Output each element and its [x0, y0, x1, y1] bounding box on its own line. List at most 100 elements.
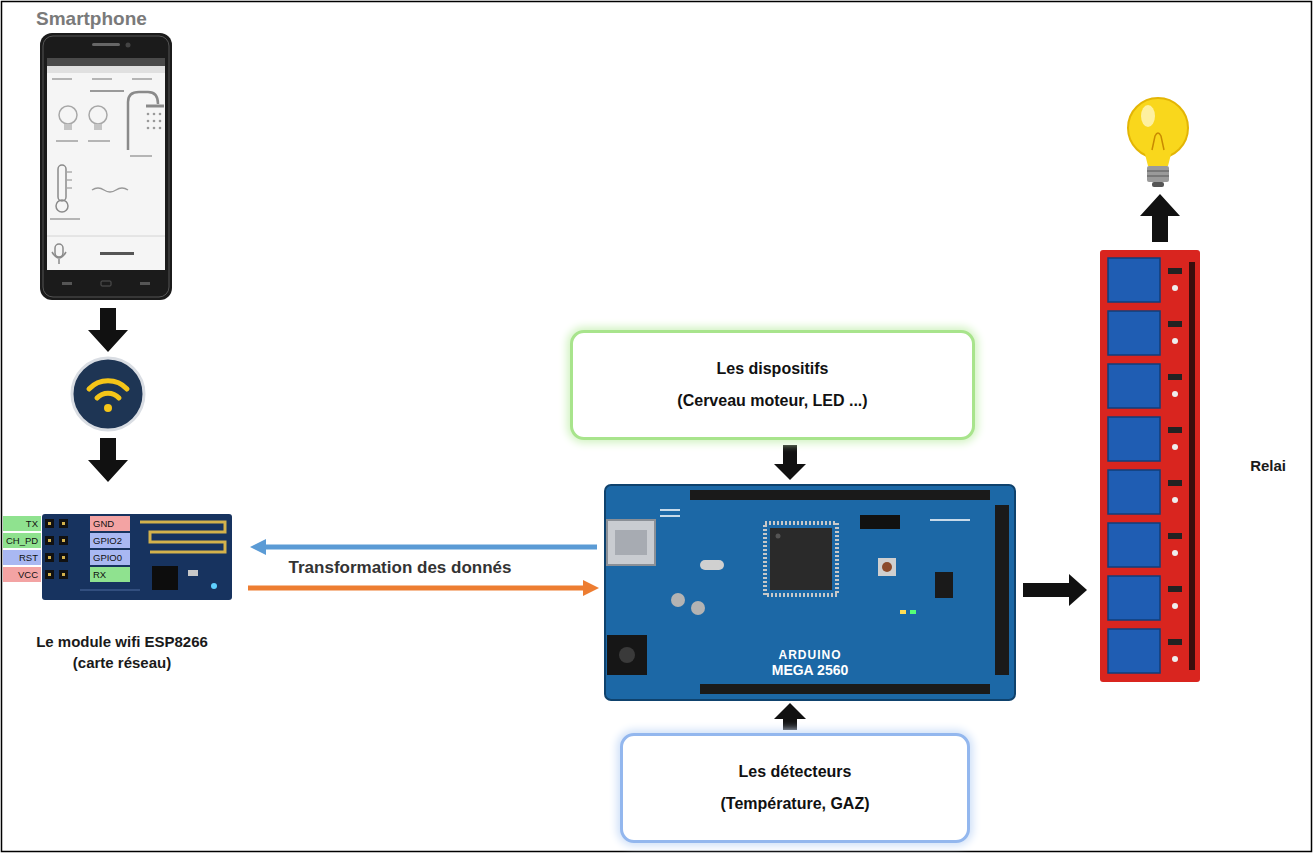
- relay-module-illustration-part-part: [1108, 629, 1160, 673]
- relay-module-illustration-part-part: [1108, 311, 1160, 355]
- smartphone-picture-text: Smartphone: [36, 8, 147, 30]
- smartphone-illustration-part: [56, 200, 68, 212]
- smartphone-illustration-part: [52, 252, 66, 264]
- smartphone-illustration-part: [47, 66, 165, 73]
- pin-label: RST: [3, 550, 41, 565]
- relay-module-illustration-part-part: [1108, 258, 1160, 302]
- devices-box: Les dispositifs (Cerveau moteur, LED ...): [570, 330, 975, 440]
- smartphone-illustration-part-part: [153, 127, 156, 130]
- arduino-mega-illustration-part: [882, 562, 892, 572]
- smartphone-illustration-part: [90, 90, 124, 92]
- smartphone-illustration-part: [56, 140, 78, 142]
- esp8266-illustration-part-part: [62, 556, 65, 559]
- smartphone-illustration-part: [126, 43, 131, 48]
- light-bulb-icon-part: [1147, 171, 1169, 176]
- esp8266-illustration-part-part: [45, 536, 54, 545]
- arduino-mega-illustration-part: [607, 635, 647, 675]
- relay-module-illustration-part: [1189, 262, 1195, 670]
- light-bulb-icon: [1128, 98, 1188, 187]
- smartphone-illustration-part-part: [159, 120, 162, 123]
- light-bulb-icon-part: [1152, 182, 1164, 187]
- light-bulb-icon-part: [1128, 98, 1188, 158]
- smartphone-illustration-part: [146, 105, 164, 108]
- esp8266-illustration-part-part: [48, 556, 51, 559]
- relay-module-illustration-part-part: [1172, 391, 1178, 397]
- relay-module-illustration-part: [1100, 250, 1200, 682]
- esp8266-illustration-part-part: [48, 539, 51, 542]
- relay-module-illustration-part-part: [1108, 576, 1160, 620]
- smartphone-illustration-part: [62, 282, 72, 285]
- esp8266-illustration-part: [48, 522, 65, 576]
- devices-box-text: (Cerveau moteur, LED ...): [677, 392, 867, 410]
- smartphone-illustration-part: [59, 106, 77, 124]
- wifi-icon-part: [72, 358, 144, 430]
- connector-arrow: [1023, 583, 1069, 597]
- esp8266-illustration-part-part: [59, 553, 68, 562]
- smartphone-picture: Smartphone: [30, 4, 190, 304]
- down-arrow: [88, 438, 128, 482]
- arduino-mega-illustration-part: [700, 684, 990, 694]
- devices-box-text: Les dispositifs: [716, 360, 828, 378]
- light-bulb-icon-part: [1141, 105, 1155, 127]
- relay-module-illustration-part: [1108, 258, 1160, 673]
- arduino-mega-illustration-part: [607, 520, 655, 565]
- esp8266-illustration-part: [42, 514, 232, 600]
- connector-arrow: [248, 586, 583, 591]
- smartphone-illustration-part-part: [147, 120, 150, 123]
- down-arrow: [88, 308, 128, 352]
- relay-module-illustration-part-part: [1172, 603, 1178, 609]
- smartphone-illustration-part: [40, 33, 172, 300]
- esp8266-illustration-part: [188, 570, 198, 576]
- up-arrow: [1140, 194, 1180, 242]
- esp8266-illustration-part-part: [45, 570, 54, 579]
- smartphone-illustration: [40, 33, 172, 300]
- relay-module-illustration-part-part: [1172, 497, 1178, 503]
- smartphone-illustration-part: [94, 124, 102, 130]
- esp8266-illustration-part-part: [45, 553, 54, 562]
- sensors-box-text: Les détecteurs: [739, 763, 852, 781]
- arduino-mega-illustration-part: [605, 485, 1015, 700]
- arduino-mega-illustration-part: [995, 505, 1009, 675]
- smartphone-illustration-part: [130, 155, 152, 157]
- relay-module-illustration-part-part: [1172, 550, 1178, 556]
- esp8266-illustration-part-part: [59, 536, 68, 545]
- connector-arrow: [266, 545, 597, 550]
- arduino-mega-illustration-part: [900, 610, 906, 614]
- light-bulb-icon-part: [1144, 150, 1172, 166]
- arduino-mega-illustration-part: [860, 515, 900, 529]
- esp8266-illustration-part: [211, 583, 217, 589]
- sensors-box-text: (Température, GAZ): [720, 795, 869, 813]
- arduino-board-text: ARDUINO: [779, 648, 842, 662]
- esp8266-illustration-part-part: [59, 570, 68, 579]
- relay-module-illustration-part-part: [1168, 480, 1182, 486]
- pin-label: VCC: [3, 567, 41, 582]
- smartphone-illustration-part: [43, 36, 169, 297]
- smartphone-illustration-part: [100, 252, 134, 255]
- smartphone-illustration-part: [89, 106, 107, 124]
- smartphone-illustration-part: [58, 165, 66, 201]
- relay-module-illustration: [1100, 250, 1200, 682]
- smartphone-illustration-part: [140, 282, 150, 285]
- pin-label: TX: [3, 516, 41, 531]
- esp8266-illustration-part-part: [45, 519, 54, 528]
- relay-module-illustration-part-part: [1172, 338, 1178, 344]
- relay-module-illustration-part-part: [1172, 285, 1178, 291]
- wifi-icon: [72, 358, 144, 430]
- arduino-board: ARDUINOMEGA 2560: [605, 485, 1015, 700]
- smartphone-illustration-part: [47, 236, 165, 237]
- esp8266-illustration-part-part: [59, 519, 68, 528]
- arduino-mega-illustration-part: [770, 528, 832, 590]
- esp8266-illustration-part: [152, 566, 178, 590]
- relay-module-illustration-part-part: [1108, 364, 1160, 408]
- smartphone-illustration-part: [132, 78, 152, 80]
- smartphone-illustration-part-part: [159, 113, 162, 116]
- arduino-board-text: MEGA 2560: [772, 662, 849, 678]
- wifi-icon-part: [89, 381, 127, 389]
- relay-module-illustration-part-part: [1168, 268, 1182, 274]
- connector-arrow: [783, 445, 797, 464]
- wifi-module-picture-text: Le module wifi ESP8266 (carte réseau): [20, 631, 225, 675]
- smartphone-illustration-part: [92, 188, 128, 192]
- relay-module-illustration-part-part: [1168, 639, 1182, 645]
- arduino-mega-illustration-part: [878, 558, 896, 576]
